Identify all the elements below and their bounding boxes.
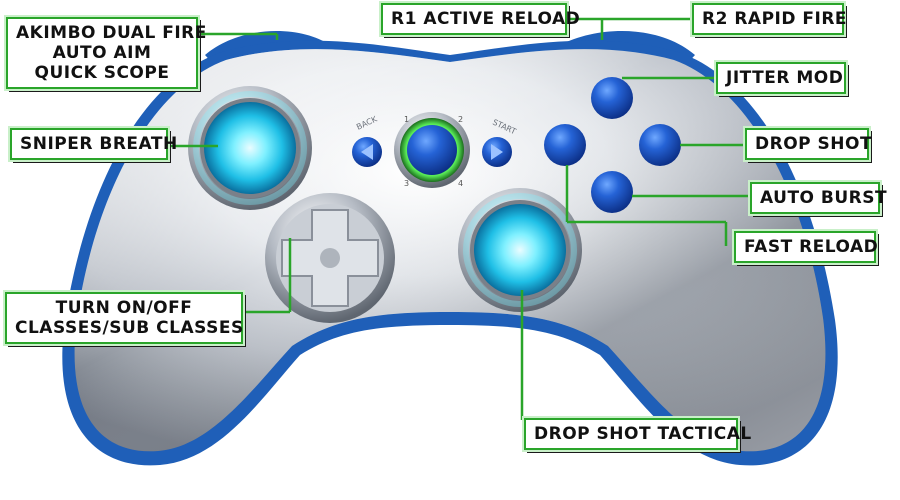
face-button-y (591, 77, 633, 119)
connector-lines (168, 17, 750, 420)
label-drop-shot-tactical-text: Drop Shot Tactical (534, 424, 752, 444)
label-auto-burst: Auto Burst (750, 182, 888, 214)
label-fast-reload-text: Fast Reload (744, 237, 879, 257)
face-button-x (544, 124, 586, 166)
label-sniper-breath: Sniper Breath (10, 128, 178, 160)
label-r1-active-reload: R1 Active Reload (381, 3, 581, 35)
label-jitter-mod: Jitter Mod (716, 62, 846, 94)
guide-button (407, 125, 457, 175)
label-jitter-text: Jitter Mod (726, 68, 844, 88)
label-r2-rapid-fire: R2 Rapid Fire (692, 3, 848, 35)
label-akimbo-line-3: Quick Scope (34, 63, 170, 83)
left-thumbstick (204, 102, 296, 194)
label-akimbo-dual-fire: Akimbo Dual Fire Auto Aim Quick Scope (6, 17, 207, 89)
label-sniper-breath-text: Sniper Breath (20, 134, 178, 154)
right-thumbstick (474, 204, 566, 296)
face-button-a (591, 171, 633, 213)
label-turn-on-off-line-1: Turn On/Off (55, 298, 193, 318)
quadrant-2: 2 (458, 115, 463, 124)
quadrant-3: 3 (404, 179, 409, 188)
label-r2-text: R2 Rapid Fire (702, 9, 848, 29)
label-turn-on-off-line-2: Classes/Sub Classes (15, 318, 244, 338)
label-drop-shot-tactical: Drop Shot Tactical (524, 418, 752, 450)
label-drop-shot: Drop Shot (745, 128, 873, 160)
label-turn-on-off-classes: Turn On/Off Classes/Sub Classes (5, 292, 243, 344)
quadrant-1: 1 (404, 115, 409, 124)
label-fast-reload: Fast Reload (734, 231, 879, 263)
label-r1-text: R1 Active Reload (391, 9, 581, 29)
label-akimbo-line-2: Auto Aim (52, 43, 152, 63)
label-auto-burst-text: Auto Burst (760, 188, 888, 208)
label-akimbo-line-1: Akimbo Dual Fire (16, 23, 207, 43)
quadrant-4: 4 (458, 179, 463, 188)
label-drop-shot-text: Drop Shot (755, 134, 873, 154)
face-button-b (639, 124, 681, 166)
